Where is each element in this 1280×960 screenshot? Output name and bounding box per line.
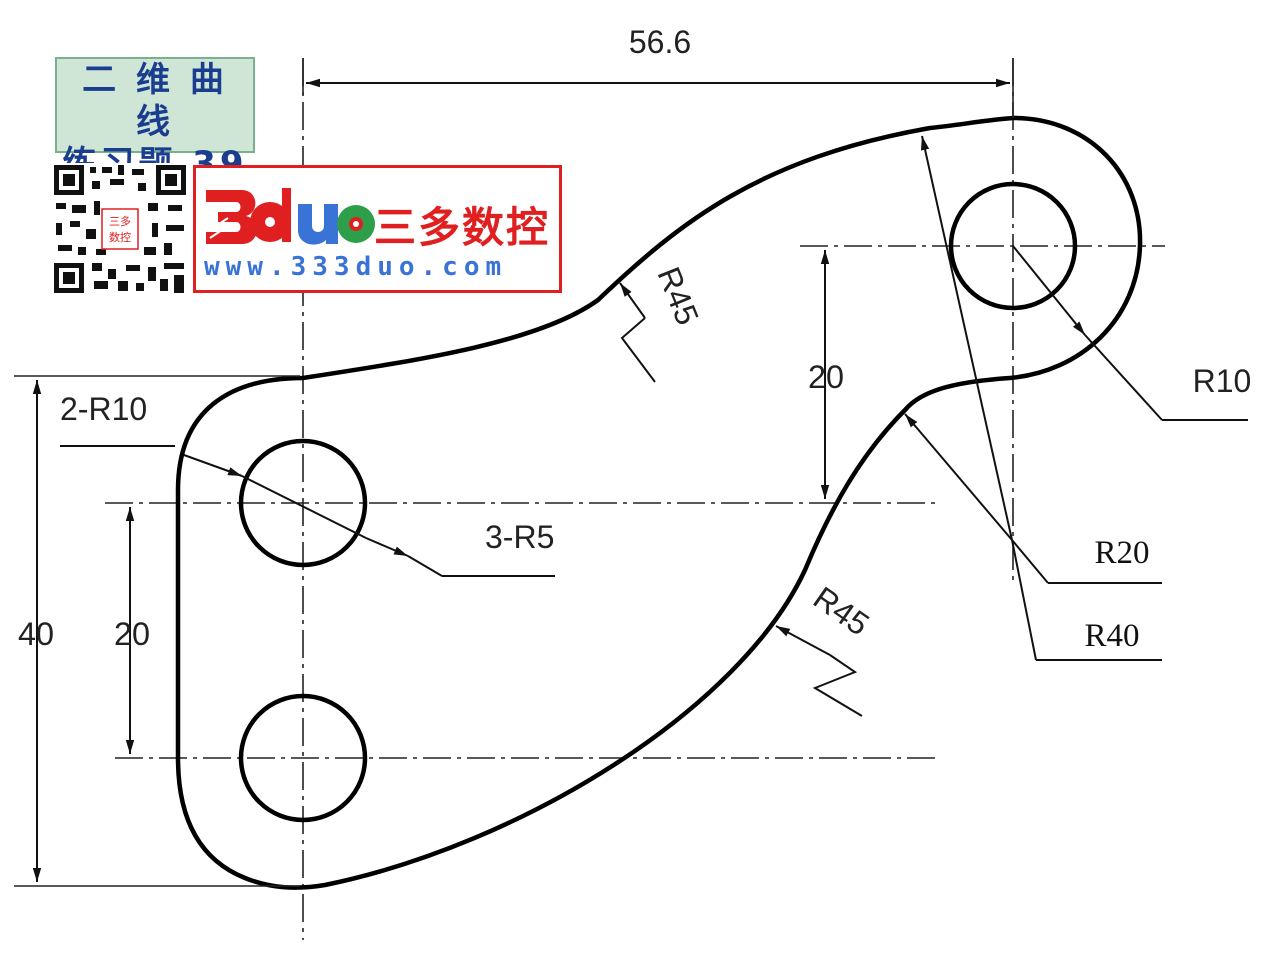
dim-fillet-small: R20: [1094, 535, 1149, 571]
dim-right-radius: R10: [1193, 363, 1252, 399]
brand-name: 三多数控: [374, 203, 551, 252]
dim-lower-arc: R45: [807, 579, 876, 642]
qr-code: 三多 数控: [52, 163, 188, 295]
dim-holes: 3-R5: [485, 519, 554, 555]
hole-lower-left: [238, 693, 368, 823]
dim-vertical-left: 20: [114, 616, 150, 652]
dim-top-width: 56.6: [629, 24, 691, 60]
qr-badge-top: 三多: [109, 214, 131, 228]
hole-right: [948, 181, 1078, 311]
brand-logo: [206, 188, 375, 245]
title-line-1: 二 维 曲 线: [82, 60, 228, 142]
hole-upper-left: [238, 438, 368, 568]
dim-fillet-large: R40: [1084, 618, 1139, 654]
brand-url[interactable]: www.333duo.com: [204, 252, 508, 282]
dim-vertical-right: 20: [808, 359, 844, 395]
part-outline: [175, 115, 1143, 890]
dim-upper-arc: R45: [651, 262, 706, 330]
exercise-title-box: 二 维 曲 线 练习题 39: [55, 57, 255, 184]
qr-badge-bottom: 数控: [109, 230, 131, 244]
brand-banner: 三多数控 www.333duo.com: [193, 165, 562, 293]
dim-overall-height: 40: [18, 616, 54, 652]
dim-left-radius: 2-R10: [60, 391, 147, 427]
